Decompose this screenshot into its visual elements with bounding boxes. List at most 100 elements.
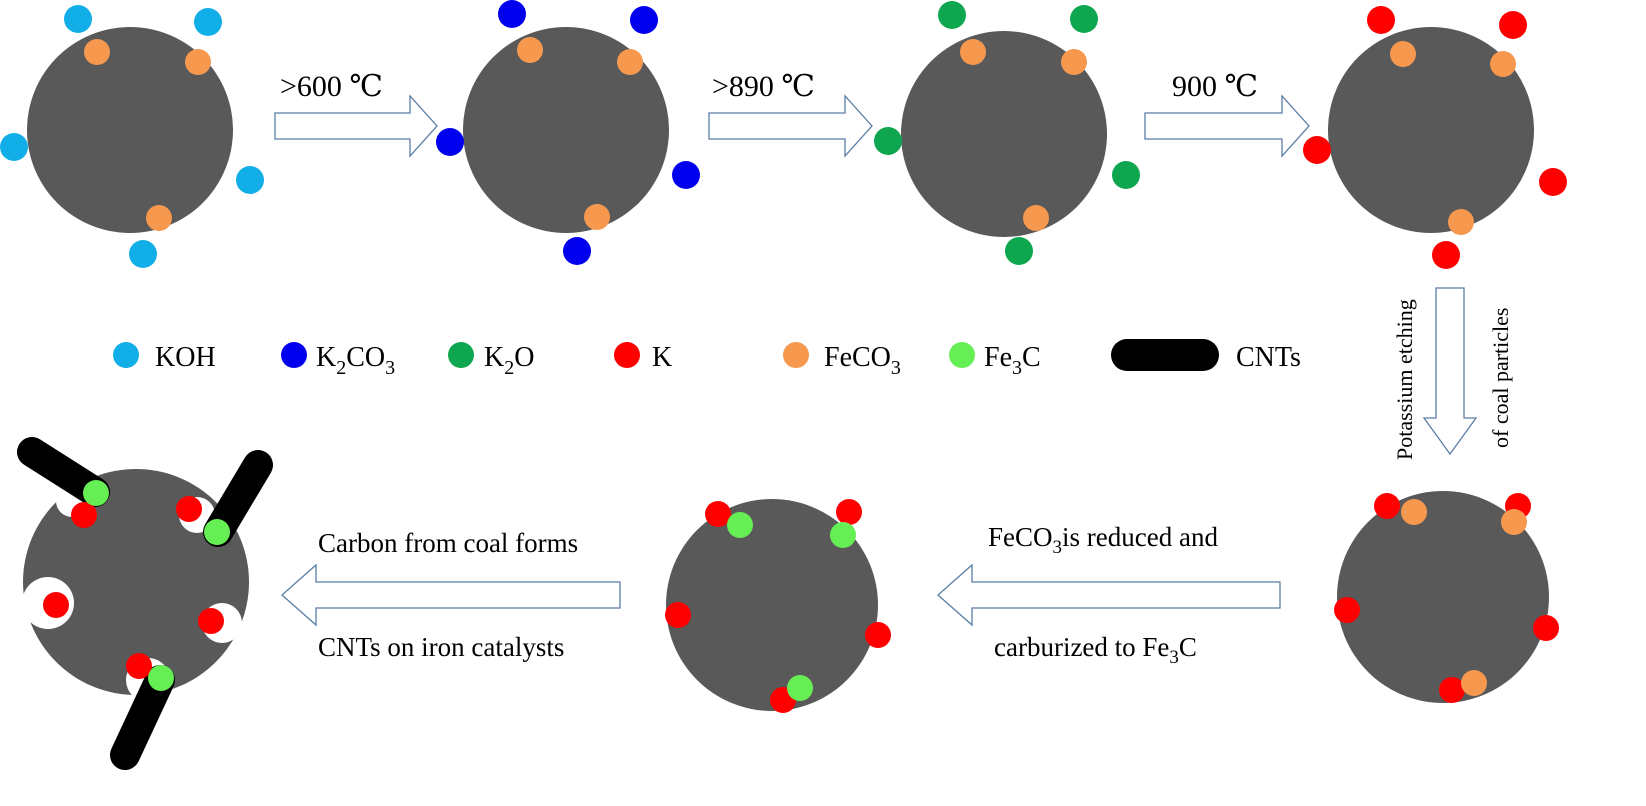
koh-dot	[0, 133, 28, 161]
fe3c-legend-swatch	[949, 342, 975, 368]
fe3c-dot	[830, 522, 856, 548]
k-dot	[1432, 241, 1460, 269]
koh-dot	[236, 166, 264, 194]
legend-label: Fe3C	[984, 342, 1041, 379]
legend-label: K2O	[484, 342, 534, 379]
k-dot	[865, 622, 891, 648]
carbon-nanotube	[17, 437, 110, 507]
legend-item-koh: KOH	[113, 342, 216, 373]
particle-etched-stage	[1334, 491, 1559, 703]
k-dot	[1439, 677, 1465, 703]
particle-k2co3-stage	[436, 0, 700, 265]
k-dot	[176, 496, 202, 522]
k-dot	[1374, 493, 1400, 519]
step-label-cnts-iron: CNTs on iron catalysts	[318, 632, 564, 662]
k2co3-dot	[563, 237, 591, 265]
k2o-dot	[938, 1, 966, 29]
k-dot	[126, 653, 152, 679]
koh-dot	[129, 240, 157, 268]
k-dot	[836, 499, 862, 525]
feco3-dot	[1061, 49, 1087, 75]
legend-label: K	[652, 342, 672, 373]
legend-label: FeCO3	[824, 342, 901, 379]
fe3c-dot	[148, 665, 174, 691]
carbon-nanotube	[203, 450, 273, 547]
legend-label: K2CO3	[316, 342, 395, 379]
step-label-carburized: carburized to Fe3C	[994, 632, 1197, 668]
feco3-dot	[1461, 670, 1487, 696]
coal-particle	[463, 27, 669, 233]
legend-label: CNTs	[1236, 342, 1301, 373]
k2co3-dot	[498, 0, 526, 28]
koh-legend-swatch	[113, 342, 139, 368]
right-arrow-icon	[274, 94, 438, 158]
arrow-right-3: 900 ℃	[1144, 70, 1310, 158]
coal-particle	[666, 499, 878, 711]
legend-item-k2o: K2O	[448, 342, 534, 379]
feco3-dot	[1390, 41, 1416, 67]
legend-item-fe3c: Fe3C	[949, 342, 1041, 379]
legend-item-k2co3: K2CO3	[281, 342, 395, 379]
k2o-legend-swatch	[448, 342, 474, 368]
k-legend-swatch	[614, 342, 640, 368]
feco3-dot	[1401, 499, 1427, 525]
k2o-dot	[1005, 237, 1033, 265]
particle-k-stage	[1303, 6, 1567, 269]
feco3-dot	[517, 37, 543, 63]
k-dot	[1539, 168, 1567, 196]
k-dot	[71, 502, 97, 528]
k2co3-dot	[436, 128, 464, 156]
feco3-legend-swatch	[783, 342, 809, 368]
k-dot	[43, 592, 69, 618]
left-arrow-icon	[937, 563, 1281, 627]
legend-item-feco3: FeCO3	[783, 342, 901, 379]
step-label-890: >890 ℃	[712, 70, 815, 103]
step-label-carbon-forms: Carbon from coal forms	[318, 528, 578, 558]
step-label-600: >600 ℃	[280, 70, 383, 103]
coal-particle	[901, 31, 1107, 237]
particle-fe3c-stage	[665, 499, 891, 713]
step-label-etching-1: Potassium etching	[1392, 299, 1417, 460]
feco3-dot	[584, 204, 610, 230]
k-dot	[1533, 615, 1559, 641]
cnt-legend-swatch	[1111, 339, 1219, 371]
k-dot	[1367, 6, 1395, 34]
k2co3-legend-swatch	[281, 342, 307, 368]
arrow-left-2: Carbon from coal forms CNTs on iron cata…	[281, 528, 621, 662]
feco3-dot	[84, 39, 110, 65]
feco3-dot	[1023, 205, 1049, 231]
step-label-reduced: FeCO3is reduced and	[988, 522, 1218, 558]
k2o-dot	[1112, 161, 1140, 189]
k-dot	[198, 608, 224, 634]
step-label-900: 900 ℃	[1172, 70, 1258, 103]
down-arrow-icon	[1422, 287, 1478, 456]
feco3-dot	[146, 205, 172, 231]
feco3-dot	[1448, 209, 1474, 235]
fe3c-dot	[787, 675, 813, 701]
coal-particle	[1328, 27, 1534, 233]
k-dot	[705, 501, 731, 527]
koh-dot	[194, 8, 222, 36]
legend-item-k: K	[614, 342, 672, 373]
step-label-etching-2: of coal particles	[1488, 308, 1513, 449]
fe3c-dot	[727, 512, 753, 538]
arrow-right-1: >600 ℃	[274, 70, 438, 158]
feco3-dot	[185, 49, 211, 75]
feco3-dot	[960, 39, 986, 65]
particle-koh-stage	[0, 5, 264, 268]
legend: KOH K2CO3 K2O K FeCO3 Fe3C CNTs	[113, 339, 1301, 379]
fe3c-dot	[204, 519, 230, 545]
feco3-dot	[1501, 509, 1527, 535]
fe3c-dot	[83, 480, 109, 506]
arrow-down: Potassium etching of coal particles	[1392, 287, 1513, 460]
coal-particle	[1337, 491, 1549, 703]
feco3-dot	[1490, 51, 1516, 77]
k-dot	[1334, 597, 1360, 623]
arrow-left-1: FeCO3is reduced and carburized to Fe3C	[937, 522, 1281, 668]
koh-dot	[64, 5, 92, 33]
legend-label: KOH	[155, 342, 216, 373]
carbon-nanotube	[110, 665, 175, 770]
legend-item-cnts: CNTs	[1111, 339, 1301, 373]
